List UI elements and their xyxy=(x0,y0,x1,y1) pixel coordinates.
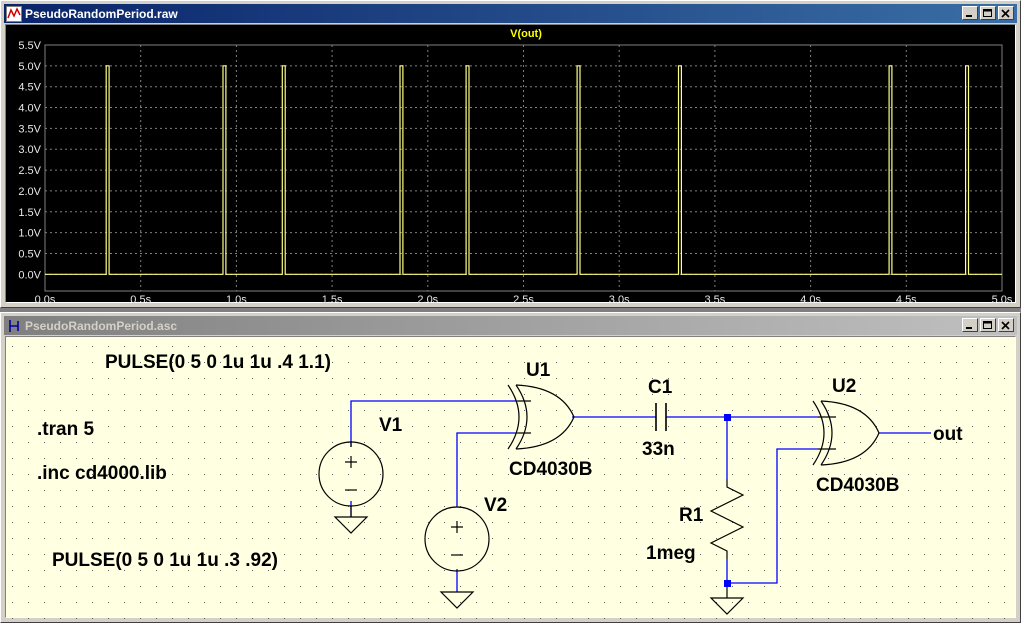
u1-label[interactable]: U1 xyxy=(526,360,551,381)
waveform-window-title: PseudoRandomPeriod.raw xyxy=(25,6,178,21)
x-tick-label: 3.0s xyxy=(609,294,630,304)
u2-model[interactable]: CD4030B xyxy=(816,475,899,496)
c1-value[interactable]: 33n xyxy=(642,439,675,460)
minimize-button[interactable] xyxy=(962,318,978,332)
y-tick-label: 0.0V xyxy=(18,269,41,281)
trace-vout[interactable] xyxy=(45,65,1002,275)
pulse-directive-v2[interactable]: PULSE(0 5 0 1u 1u .3 .92) xyxy=(52,550,278,571)
y-tick-label: 1.0V xyxy=(18,228,41,240)
voltage-source-v1[interactable] xyxy=(318,441,384,517)
waveform-window: PseudoRandomPeriod.raw 5.5V 5.0V 4.5V 4.0V 3… xyxy=(0,0,1021,308)
waveform-app-icon xyxy=(6,5,22,22)
tran-directive[interactable]: .tran 5 xyxy=(37,419,94,440)
minimize-button[interactable] xyxy=(962,6,978,20)
y-tick-label: 2.5V xyxy=(18,165,41,177)
junction xyxy=(724,414,731,421)
ground-symbol xyxy=(709,587,745,615)
xor-gate-u2[interactable] xyxy=(812,400,880,466)
maximize-button[interactable] xyxy=(980,6,996,20)
schematic-app-icon xyxy=(9,319,19,332)
x-tick-label: 5.0s xyxy=(992,294,1013,304)
junction xyxy=(724,580,731,587)
waveform-plot[interactable]: 5.5V 5.0V 4.5V 4.0V 3.5V 3.0V 2.5V 2.0V 1.5V 1.0V… xyxy=(6,25,1017,304)
y-tick-label: 2.0V xyxy=(18,186,41,198)
y-tick-label: 3.5V xyxy=(18,123,41,135)
schematic-window: PseudoRandomPeriod.asc PULSE(0 5 0 1u 1u… xyxy=(0,312,1021,623)
u1-model[interactable]: CD4030B xyxy=(509,459,592,480)
y-tick-label: 3.0V xyxy=(18,144,41,156)
schematic-pane[interactable]: PULSE(0 5 0 1u 1u .4 1.1) .tran 5 .inc c… xyxy=(5,336,1017,619)
waveform-pane[interactable]: 5.5V 5.0V 4.5V 4.0V 3.5V 3.0V 2.5V 2.0V 1.5V 1.0V… xyxy=(5,24,1017,304)
y-tick-label: 5.0V xyxy=(18,61,41,73)
c1-label[interactable]: C1 xyxy=(648,377,673,398)
ground-symbol xyxy=(333,516,369,534)
pulse-directive-v1[interactable]: PULSE(0 5 0 1u 1u .4 1.1) xyxy=(105,352,331,373)
x-tick-label: 2.5s xyxy=(513,294,534,304)
close-button[interactable] xyxy=(998,6,1014,20)
net-label-out[interactable]: out xyxy=(933,424,963,445)
y-tick-label: 5.5V xyxy=(18,40,41,52)
waveform-titlebar[interactable]: PseudoRandomPeriod.raw xyxy=(4,4,1017,23)
y-tick-label: 0.5V xyxy=(18,248,41,260)
schematic-window-title: PseudoRandomPeriod.asc xyxy=(25,318,178,333)
y-tick-label: 4.5V xyxy=(18,82,41,94)
resistor-r1[interactable] xyxy=(709,479,745,559)
x-tick-label: 3.5s xyxy=(705,294,726,304)
close-icon xyxy=(1001,320,1010,330)
u2-label[interactable]: U2 xyxy=(832,376,856,397)
x-tick-label: 1.5s xyxy=(322,294,343,304)
schematic-titlebar[interactable]: PseudoRandomPeriod.asc xyxy=(4,316,1017,335)
xor-gate-u1[interactable] xyxy=(507,384,575,450)
x-tick-label: 4.5s xyxy=(896,294,917,304)
v1-label[interactable]: V1 xyxy=(379,415,403,436)
wires[interactable] xyxy=(350,400,931,592)
close-icon xyxy=(1001,8,1010,18)
x-tick-label: 0.5s xyxy=(130,294,151,304)
maximize-icon xyxy=(983,8,992,17)
v2-label[interactable]: V2 xyxy=(484,495,507,516)
r1-value[interactable]: 1meg xyxy=(646,543,696,564)
x-tick-label: 4.0s xyxy=(800,294,821,304)
x-tick-label: 2.0s xyxy=(417,294,438,304)
voltage-source-v2[interactable] xyxy=(424,506,490,572)
maximize-button[interactable] xyxy=(980,318,996,332)
schematic-canvas[interactable]: PULSE(0 5 0 1u 1u .4 1.1) .tran 5 .inc c… xyxy=(6,337,1017,619)
y-tick-label: 1.5V xyxy=(18,207,41,219)
trace-label[interactable]: V(out) xyxy=(510,28,542,40)
x-tick-label: 0.0s xyxy=(35,294,56,304)
minimize-icon xyxy=(966,14,972,17)
x-tick-label: 1.0s xyxy=(226,294,247,304)
maximize-icon xyxy=(983,320,992,329)
ground-symbol xyxy=(439,591,475,609)
minimize-icon xyxy=(966,326,972,329)
capacitor-c1[interactable] xyxy=(655,403,667,431)
inc-directive[interactable]: .inc cd4000.lib xyxy=(37,463,167,484)
close-button[interactable] xyxy=(998,318,1014,332)
r1-label[interactable]: R1 xyxy=(679,505,704,526)
y-tick-label: 4.0V xyxy=(18,103,41,115)
